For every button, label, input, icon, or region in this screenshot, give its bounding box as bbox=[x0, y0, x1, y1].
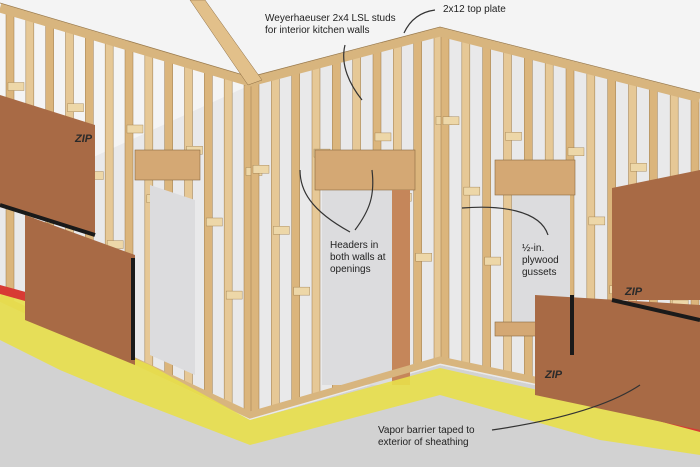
opening-middle bbox=[322, 190, 394, 385]
blocking bbox=[463, 186, 481, 196]
blocking bbox=[484, 256, 501, 266]
blocking bbox=[293, 286, 310, 296]
sheathing-tape-black-4 bbox=[611, 298, 700, 322]
arrow-vapor bbox=[491, 384, 641, 431]
concrete-slab bbox=[0, 300, 700, 467]
stud bbox=[250, 81, 260, 416]
jamb-middle bbox=[392, 190, 410, 385]
label-headers: Headers in both walls at openings bbox=[330, 240, 386, 275]
blocking bbox=[126, 124, 144, 134]
top-plate bbox=[0, 3, 700, 103]
zip-logo-1: ZIP bbox=[624, 286, 643, 298]
blocking bbox=[567, 147, 585, 156]
sheathing-left-lower bbox=[25, 215, 135, 365]
stud bbox=[440, 34, 450, 363]
arrow-headers-1 bbox=[354, 169, 374, 231]
stud bbox=[291, 71, 300, 404]
blocking bbox=[273, 226, 290, 235]
sheathing-left-upper bbox=[0, 95, 95, 235]
stud bbox=[482, 45, 491, 372]
blocking bbox=[225, 290, 243, 300]
header-right bbox=[494, 159, 576, 196]
label-gussets: ½-in. plywood gussets bbox=[522, 243, 559, 278]
header-middle bbox=[314, 149, 416, 191]
header-left bbox=[134, 149, 201, 181]
zip-logo-2: ZIP bbox=[544, 369, 563, 381]
blocking bbox=[7, 82, 25, 91]
label-studs: Weyerhaeuser 2x4 LSL studs for interior … bbox=[265, 13, 396, 36]
sheathing-right-upper bbox=[612, 170, 700, 300]
leader-arrows bbox=[299, 9, 641, 431]
stud bbox=[223, 78, 233, 406]
blocking bbox=[505, 132, 522, 141]
stud bbox=[311, 66, 321, 398]
stud bbox=[413, 39, 422, 369]
sheathing-right-lower bbox=[535, 295, 700, 430]
stud bbox=[461, 40, 471, 367]
zip-logo-3: ZIP bbox=[74, 133, 93, 145]
top-plate-edge bbox=[0, 2, 700, 94]
stud bbox=[271, 76, 280, 410]
arrow-top-plate bbox=[403, 9, 436, 34]
rafter bbox=[189, 0, 263, 86]
arrow-studs bbox=[343, 44, 363, 101]
vapor-barrier bbox=[0, 290, 700, 455]
blocking bbox=[252, 165, 270, 174]
arrow-gussets bbox=[461, 206, 549, 236]
door-opening-left bbox=[150, 185, 195, 375]
label-top-plate: 2x12 top plate bbox=[443, 4, 506, 15]
blocking bbox=[630, 163, 647, 172]
stud bbox=[204, 72, 213, 397]
sheathing-tape-black bbox=[0, 203, 96, 237]
arrow-headers-2 bbox=[299, 169, 351, 233]
blocking bbox=[415, 253, 432, 262]
blocking bbox=[206, 217, 223, 227]
blocking bbox=[588, 216, 606, 226]
blocking bbox=[442, 116, 460, 125]
blocking bbox=[374, 132, 392, 142]
blocking bbox=[67, 103, 84, 112]
label-vapor-barrier: Vapor barrier taped to exterior of sheat… bbox=[378, 425, 475, 448]
